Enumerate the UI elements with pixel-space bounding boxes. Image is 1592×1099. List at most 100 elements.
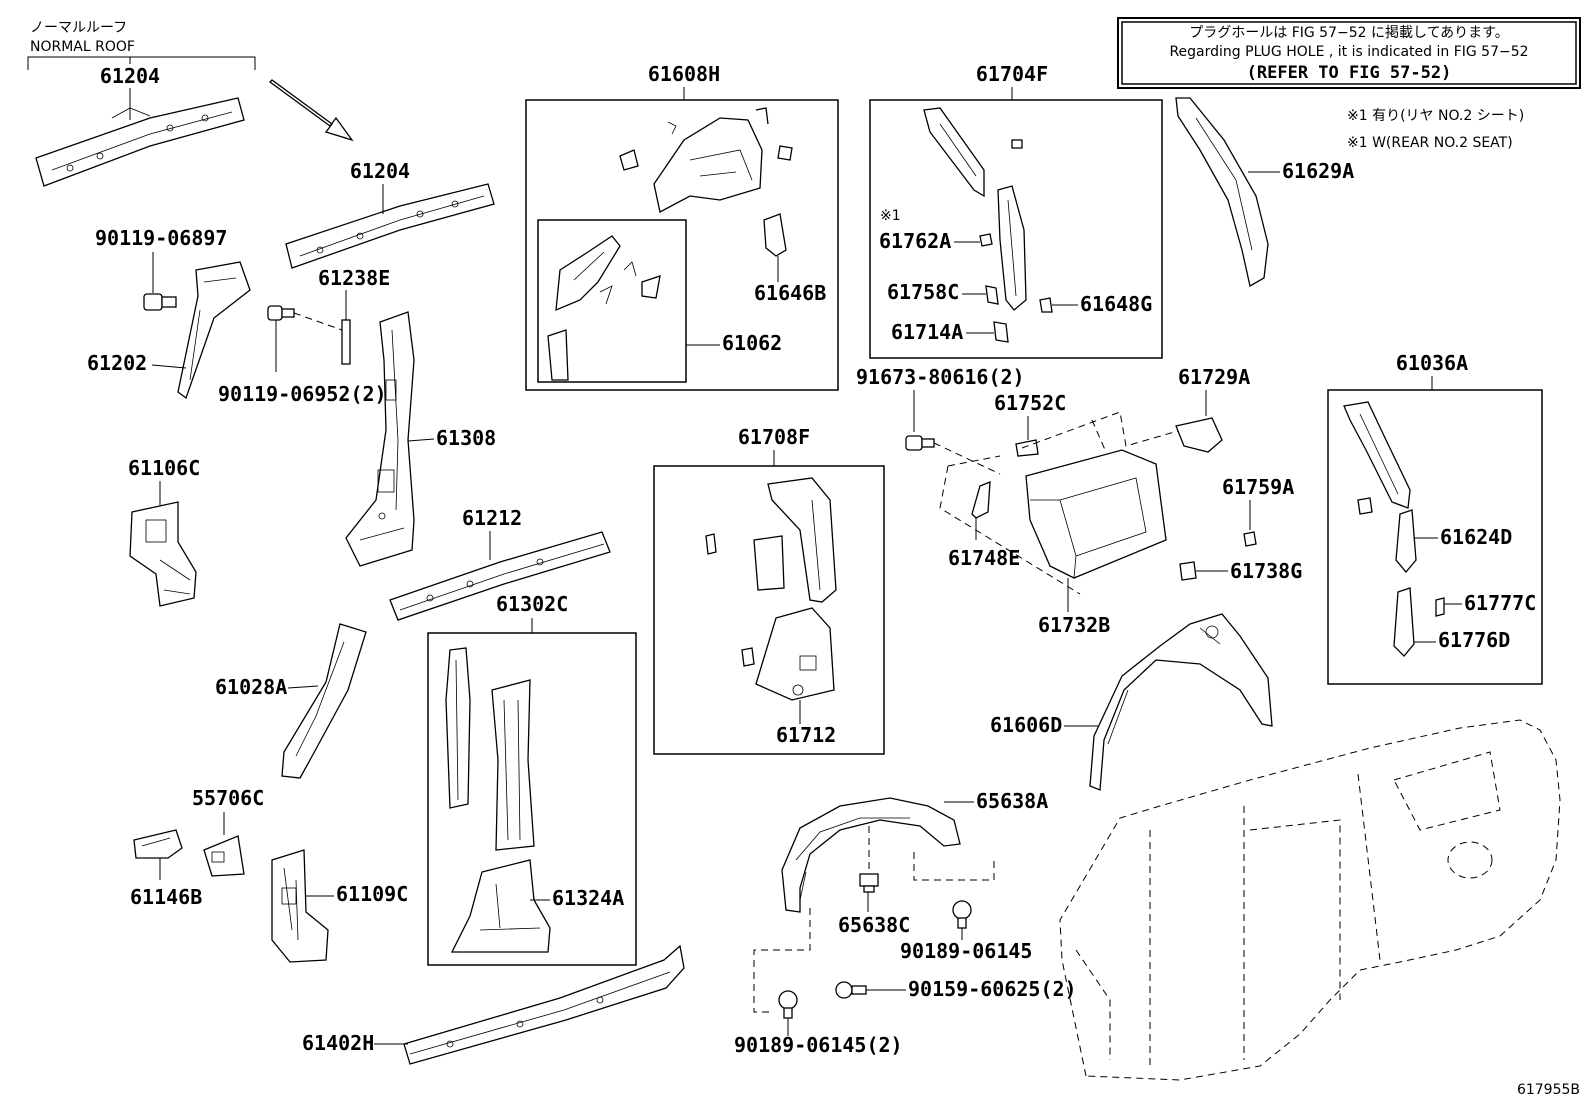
part-61712[interactable] [741, 607, 835, 701]
part-61758C[interactable] [985, 285, 999, 305]
part-61646B[interactable] [763, 213, 787, 257]
part-61704F-lower[interactable] [997, 185, 1027, 311]
part-61146B[interactable] [133, 829, 183, 859]
label-65638C[interactable]: 65638C [838, 913, 910, 937]
part-61624D[interactable] [1395, 509, 1417, 574]
seat-note-en: ※1 W(REAR NO.2 SEAT) [1347, 135, 1513, 151]
roof-bracket [27, 56, 256, 70]
note-refer: (REFER TO FIG 57-52) [1247, 63, 1452, 83]
label-61714A[interactable]: 61714A [891, 320, 963, 344]
label-61202[interactable]: 61202 [87, 351, 147, 375]
label-91673-80616[interactable]: 91673-80616(2) [856, 365, 1025, 389]
label-61708F[interactable]: 61708F [738, 425, 810, 449]
part-61714A[interactable] [993, 321, 1009, 343]
part-61109C[interactable] [271, 849, 329, 963]
bolt-90159-60625[interactable] [835, 981, 867, 999]
part-61212[interactable] [389, 531, 611, 621]
label-61109C[interactable]: 61109C [336, 882, 408, 906]
part-61402H[interactable] [403, 944, 685, 1065]
label-61302C[interactable]: 61302C [496, 592, 568, 616]
part-61302C-pillar-outer[interactable] [445, 647, 471, 809]
label-90159-60625[interactable]: 90159-60625(2) [908, 977, 1077, 1001]
label-61752C[interactable]: 61752C [994, 391, 1066, 415]
part-61777C[interactable] [1435, 597, 1445, 617]
label-61028A[interactable]: 61028A [215, 675, 287, 699]
part-61752C[interactable] [1015, 439, 1039, 457]
label-61106C[interactable]: 61106C [128, 456, 200, 480]
label-61758C[interactable]: 61758C [887, 280, 959, 304]
part-61608H-wheelhouse[interactable] [619, 107, 793, 213]
label-61624D[interactable]: 61624D [1440, 525, 1512, 549]
part-61704F-upper[interactable] [923, 107, 1023, 198]
part-61762A[interactable] [979, 233, 993, 247]
bolt-91673-80616[interactable] [905, 435, 935, 451]
part-61732B[interactable] [1025, 449, 1167, 579]
label-65638A[interactable]: 65638A [976, 789, 1048, 813]
note-line-en: Regarding PLUG HOLE , it is indicated in… [1169, 44, 1528, 60]
part-65638A[interactable] [781, 797, 961, 913]
part-61204[interactable] [285, 183, 495, 269]
group-box-61608H [525, 99, 839, 391]
clip-90189-06145[interactable] [952, 900, 972, 929]
label-61762A[interactable]: 61762A [879, 229, 951, 253]
part-61606D[interactable] [1089, 613, 1273, 791]
part-61776D[interactable] [1393, 587, 1415, 657]
label-61732B[interactable]: 61732B [1038, 613, 1110, 637]
part-61106C[interactable] [129, 501, 197, 607]
label-61606D[interactable]: 61606D [990, 713, 1062, 737]
label-61777C[interactable]: 61777C [1464, 591, 1536, 615]
label-61712[interactable]: 61712 [776, 723, 836, 747]
bolt-90119-06952[interactable] [267, 305, 295, 321]
part-61759A[interactable] [1243, 531, 1257, 547]
label-61729A[interactable]: 61729A [1178, 365, 1250, 389]
label-61648G[interactable]: 61648G [1080, 292, 1152, 316]
roof-type-en: NORMAL ROOF [30, 39, 135, 55]
part-61302C-pillar-inner[interactable] [491, 679, 535, 851]
group-box-61062 [537, 219, 687, 383]
label-90189-06145[interactable]: 90189-06145 [900, 939, 1032, 963]
bolt-90119-06897[interactable] [143, 293, 177, 311]
label-55706C[interactable]: 55706C [192, 786, 264, 810]
label-61146B[interactable]: 61146B [130, 885, 202, 909]
label-61402H[interactable]: 61402H [302, 1031, 374, 1055]
part-61324A[interactable] [450, 859, 551, 953]
part-61738G[interactable] [1179, 561, 1197, 581]
part-61036A-upper[interactable] [1343, 401, 1411, 515]
label-61204[interactable]: 61204 [350, 159, 410, 183]
direction-arrow [269, 79, 354, 142]
part-61202[interactable] [177, 261, 251, 400]
part-61028A[interactable] [281, 623, 367, 779]
label-61308[interactable]: 61308 [436, 426, 496, 450]
label-61738G[interactable]: 61738G [1230, 559, 1302, 583]
clip-90189-06145-pair[interactable] [778, 990, 798, 1019]
label-61062[interactable]: 61062 [722, 331, 782, 355]
label-61646B[interactable]: 61646B [754, 281, 826, 305]
part-65638C[interactable] [859, 873, 879, 893]
part-61062[interactable] [547, 235, 661, 381]
part-61648G[interactable] [1039, 297, 1053, 313]
part-55706C[interactable] [203, 835, 245, 877]
label-61238E[interactable]: 61238E [318, 266, 390, 290]
label-61324A[interactable]: 61324A [552, 886, 624, 910]
label-61212[interactable]: 61212 [462, 506, 522, 530]
label-61748E[interactable]: 61748E [948, 546, 1020, 570]
label-61776D[interactable]: 61776D [1438, 628, 1510, 652]
label-61608H[interactable]: 61608H [648, 62, 720, 86]
label-61704F[interactable]: 61704F [976, 62, 1048, 86]
part-61308[interactable] [345, 311, 415, 567]
part-61629A[interactable] [1175, 97, 1269, 288]
label-61629A[interactable]: 61629A [1282, 159, 1354, 183]
part-61748E[interactable] [971, 481, 991, 519]
label-90189-06145-pair[interactable]: 90189-06145(2) [734, 1033, 903, 1057]
label-61204-top[interactable]: 61204 [100, 64, 160, 88]
part-61238E[interactable] [341, 319, 351, 365]
label-90119-06897[interactable]: 90119-06897 [95, 226, 227, 250]
label-61036A[interactable]: 61036A [1396, 351, 1468, 375]
marker-1: ※1 [880, 208, 901, 224]
label-61759A[interactable]: 61759A [1222, 475, 1294, 499]
part-61729A[interactable] [1175, 417, 1223, 453]
label-90119-06952[interactable]: 90119-06952(2) [218, 382, 387, 406]
part-61708F-upper[interactable] [705, 477, 837, 603]
part-61204-normal-roof[interactable] [35, 97, 245, 187]
